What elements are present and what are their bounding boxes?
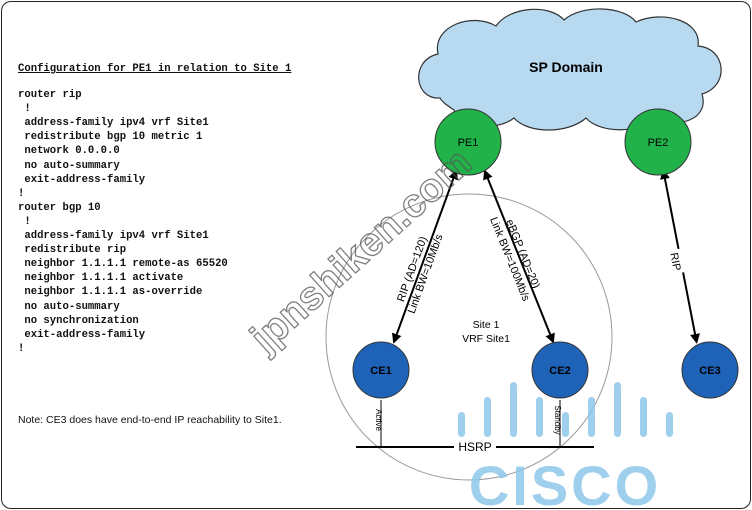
- site1-boundary: [325, 193, 613, 481]
- config-line: redistribute rip: [24, 244, 127, 257]
- config-line: no synchronization: [24, 314, 139, 327]
- config-line: router bgp 10: [18, 201, 101, 214]
- config-line: address-family ipv4 vrf Site1: [24, 230, 209, 243]
- ce2-port-label: Standby: [553, 405, 562, 434]
- config-line: !: [24, 215, 31, 228]
- cisco-logo: CISCO: [458, 382, 673, 508]
- ce1-port-label-group: Active: [374, 409, 383, 431]
- config-line: redistribute bgp 10 metric 1: [24, 131, 203, 144]
- ce1-port-label: Active: [374, 409, 383, 431]
- rip-ce3-label-group: RIP: [667, 248, 686, 275]
- pe1-config-block: Configuration for PE1 in relation to Sit…: [18, 62, 291, 356]
- reachability-note: Note: CE3 does have end-to-end IP reacha…: [18, 414, 282, 426]
- hsrp-label: HSRP: [458, 440, 491, 454]
- config-line: exit-address-family: [24, 328, 146, 341]
- ce1-label: CE1: [370, 365, 391, 377]
- config-line: neighbor 1.1.1.1 as-override: [24, 286, 203, 299]
- config-line: address-family ipv4 vrf Site1: [24, 117, 209, 130]
- pe2-router[interactable]: PE2: [624, 108, 692, 176]
- sp-domain-cloud: SP Domain: [418, 8, 722, 131]
- ebgp-link-pe1-ce2: [483, 169, 555, 344]
- ebgp-link-label: eBGP (AD=20) Link BW=100Mb/s: [487, 215, 542, 303]
- pe1-router[interactable]: PE1: [434, 108, 502, 176]
- config-line: !: [18, 187, 25, 200]
- ce2-label: CE2: [549, 365, 570, 377]
- config-line: neighbor 1.1.1.1 remote-as 65520: [24, 258, 228, 271]
- config-line: neighbor 1.1.1.1 activate: [24, 272, 184, 285]
- config-line: no auto-summary: [24, 159, 120, 172]
- config-line: network 0.0.0.0: [24, 145, 120, 158]
- cloud-shape: [418, 8, 722, 131]
- watermark: jpnshiken.com: [242, 140, 480, 361]
- config-title: Configuration for PE1 in relation to Sit…: [18, 63, 292, 75]
- ce1-router[interactable]: CE1: [352, 341, 410, 399]
- site-label: Site 1: [473, 319, 500, 331]
- cisco-logo-text: CISCO: [469, 454, 661, 508]
- vrf-label: VRF Site1: [462, 333, 510, 345]
- ce2-router[interactable]: CE2: [531, 341, 589, 399]
- config-line: router rip: [18, 89, 82, 102]
- pe2-label: PE2: [648, 137, 669, 149]
- config-lines: router rip ! address-family ipv4 vrf Sit…: [18, 89, 228, 355]
- hsrp-label-bg: [454, 439, 496, 454]
- cloud-label: SP Domain: [529, 59, 603, 75]
- ce3-router[interactable]: CE3: [681, 341, 739, 399]
- pe1-label: PE1: [458, 137, 479, 149]
- config-line: exit-address-family: [24, 173, 146, 186]
- ce2-port-label-group: Standby: [553, 405, 562, 434]
- config-line: !: [18, 342, 25, 355]
- ce3-label: CE3: [699, 365, 720, 377]
- config-line: no auto-summary: [24, 300, 120, 313]
- rip-ce3-label: RIP: [667, 252, 682, 272]
- rip-link-pe1-ce1: [392, 169, 458, 344]
- config-line: !: [24, 103, 31, 116]
